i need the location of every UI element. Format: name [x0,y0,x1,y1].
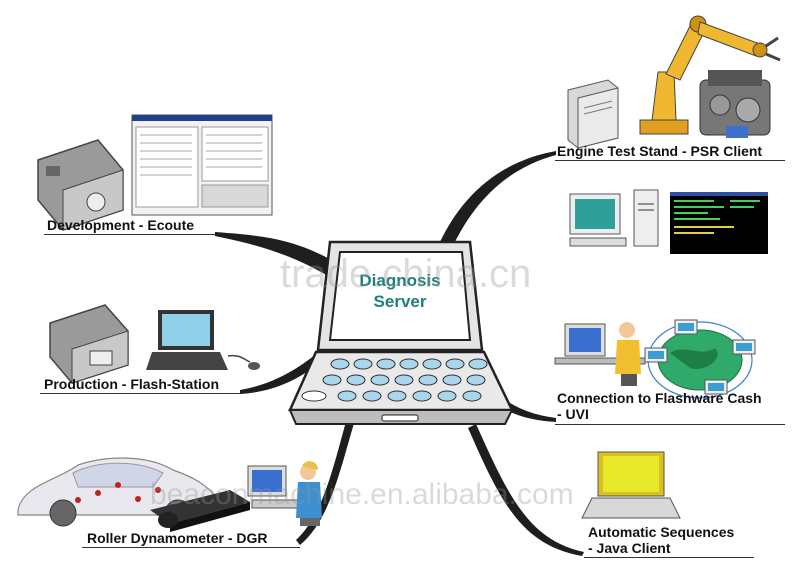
robot-arm-icon [639,15,781,135]
underline-engine [555,160,785,161]
keyboard-key [418,374,438,386]
keyboard-key [346,374,366,386]
underline-flashware [555,424,785,425]
center-title: Diagnosis Server [345,270,455,312]
ecu-unit-small-icon [49,304,129,384]
keyboard-key [330,358,350,370]
keyboard-key [370,374,390,386]
keyboard-key [376,358,396,370]
center-title-line2: Server [373,292,427,311]
conveyor-icon [150,490,250,532]
branch-automatic [468,424,584,556]
label-engine: Engine Test Stand - PSR Client [557,143,763,159]
center-title-line1: Diagnosis [359,271,441,290]
underline-roller [82,547,300,548]
label-development: Development - Ecoute [47,217,195,233]
terminal-screen-icon [670,192,768,254]
label-automatic-line1: Automatic Sequences [588,524,735,540]
keyboard-key [399,358,419,370]
keyboard-key [437,390,457,402]
label-flashware: Connection to Flashware Cash - UVI [557,390,777,422]
keyboard-key [394,374,414,386]
keyboard-key [362,390,382,402]
label-flashware-line1: Connection to Flashware Cash [557,390,762,406]
laptop-icon [581,451,681,519]
software-window-icon [131,114,273,216]
keyboard-keys [301,358,488,402]
keyboard-key [337,390,357,402]
label-roller: Roller Dynamometer - DGR [87,530,268,546]
keyboard-key [353,358,373,370]
network-globe-icon [644,319,756,399]
branch-roller [296,418,355,545]
keyboard-key [412,390,432,402]
keyboard-key [422,358,442,370]
operator-desk-icon [554,322,646,386]
underline-development [44,234,216,235]
label-flashware-line2: - UVI [557,406,589,422]
keyboard-key [445,358,465,370]
keyboard-key [462,390,482,402]
desktop-pc-icon [569,189,659,247]
laptop-mouse-icon [146,310,260,370]
underline-automatic [584,557,754,558]
label-automatic-line2: - Java Client [588,540,671,556]
engine-icon [699,70,771,138]
label-production: Production - Flash-Station [44,376,219,392]
server-tower-icon [567,79,619,149]
ecu-unit-icon [37,139,124,231]
keyboard-key [442,374,462,386]
operator-workstation-icon [247,461,322,526]
underline-production [40,393,240,394]
keyboard-key [387,390,407,402]
keyboard-key [468,358,488,370]
branch-engine [440,151,556,248]
keyboard-key [466,374,486,386]
keyboard-key [301,390,327,402]
label-automatic: Automatic Sequences - Java Client [588,524,800,556]
keyboard-key [322,374,342,386]
